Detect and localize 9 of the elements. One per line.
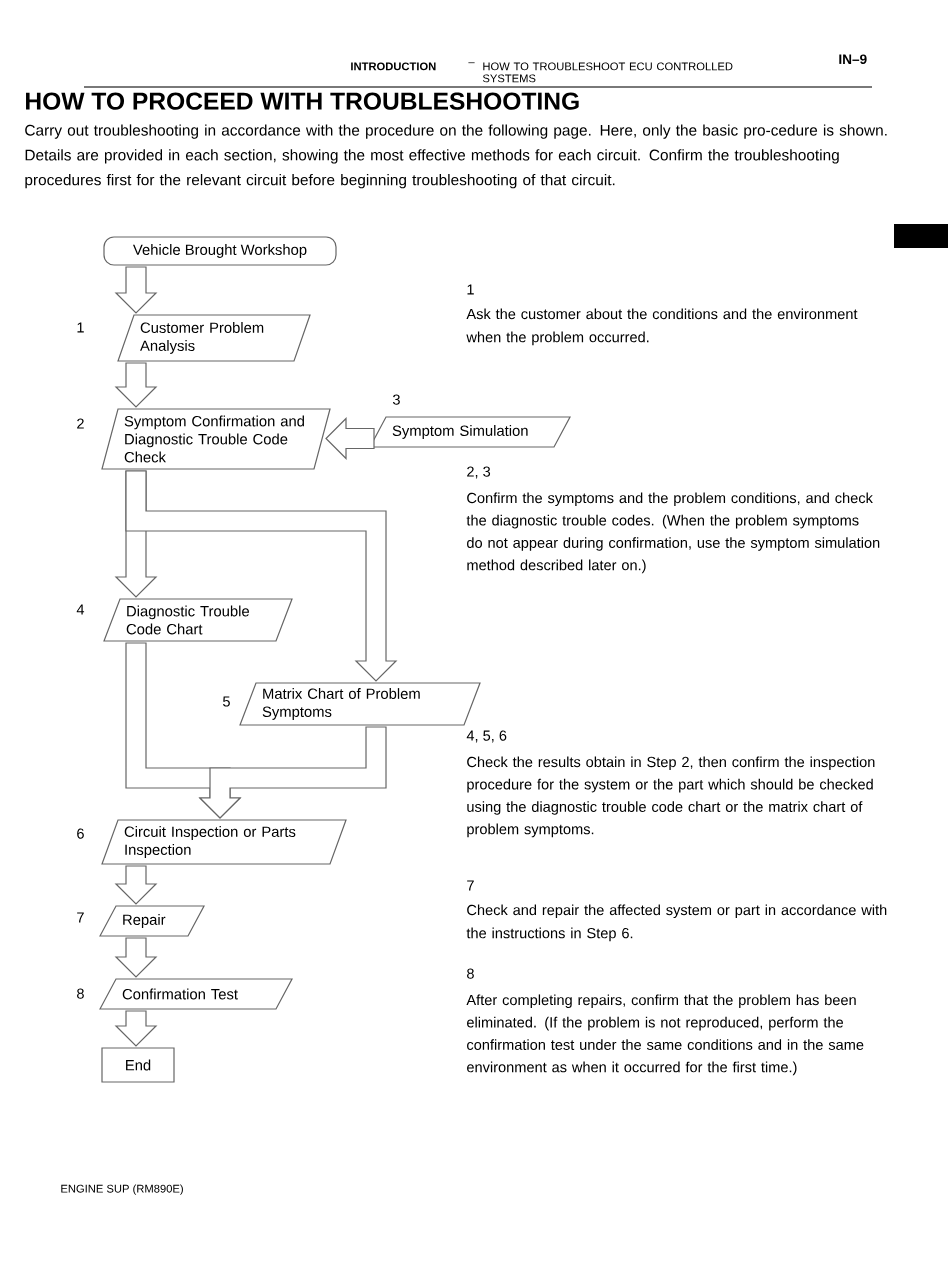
block-arrow [114, 266, 158, 314]
block-arrow [325, 417, 375, 460]
block-arrow [114, 865, 158, 905]
heading-title: HOW TO PROCEED WITH TROUBLESHOOTING [26, 92, 579, 110]
block-arrow [114, 1010, 158, 1047]
block-arrow [198, 726, 387, 819]
block-arrow [114, 937, 158, 978]
block-arrow [125, 470, 398, 682]
block-arrow [114, 362, 158, 408]
